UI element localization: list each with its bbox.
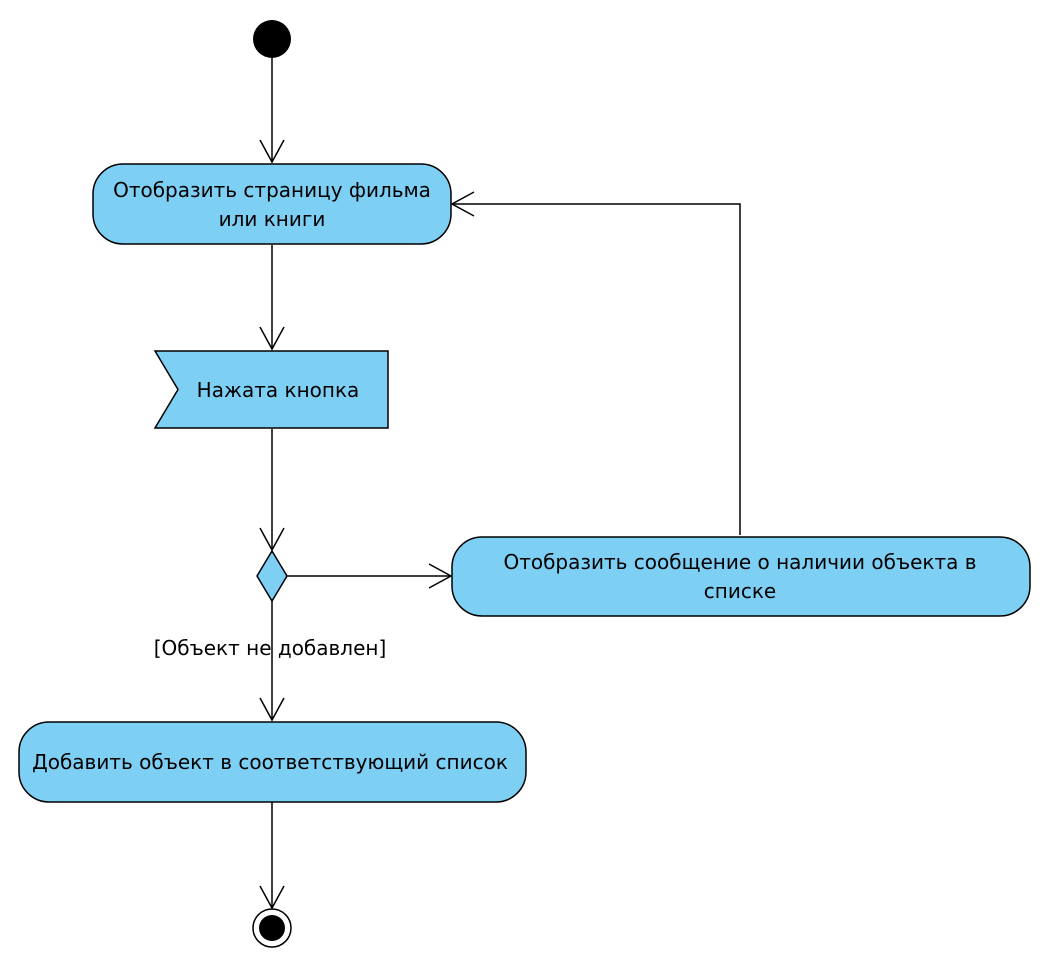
- final-node-inner-dot: [259, 915, 285, 941]
- action-show-page-line1: Отобразить страницу фильма: [113, 178, 431, 202]
- edge-message-loop-back-arrowhead: [450, 191, 475, 217]
- edges: [259, 58, 741, 910]
- edge-show-page-to-event-arrowhead: [259, 326, 285, 351]
- action-show-page-line2: или книги: [219, 207, 326, 231]
- action-show-page: Отобразить страницу фильма или книги: [92, 163, 452, 245]
- action-add-object: Добавить объект в соответствующий список: [18, 721, 527, 803]
- edge-message-loop-back: [452, 203, 741, 535]
- action-add-object-box: [18, 721, 527, 803]
- action-show-message-line2: списке: [704, 579, 776, 603]
- edge-start-to-show-page-arrowhead: [259, 139, 285, 164]
- edge-decision-to-message-arrowhead: [428, 563, 453, 589]
- action-show-message-line1: Отобразить сообщение о наличии объекта в: [503, 550, 976, 574]
- action-show-message: Отобразить сообщение о наличии объекта в…: [451, 536, 1031, 617]
- final-node: [252, 908, 292, 948]
- initial-node: [253, 20, 291, 58]
- action-add-object-label: Добавить объект в соответствующий список: [32, 750, 508, 774]
- edge-decision-to-add-object-arrowhead: [259, 697, 285, 722]
- decision-node: [256, 549, 288, 603]
- guard-label-not-added: [Объект не добавлен]: [154, 636, 387, 660]
- edge-add-object-to-end-arrowhead: [259, 885, 285, 910]
- event-button-pressed-shape: [153, 350, 389, 429]
- event-button-pressed: Нажата кнопка: [153, 350, 389, 429]
- event-button-pressed-label: Нажата кнопка: [197, 378, 360, 402]
- action-show-message-box: [451, 536, 1031, 617]
- action-show-page-box: [92, 163, 452, 245]
